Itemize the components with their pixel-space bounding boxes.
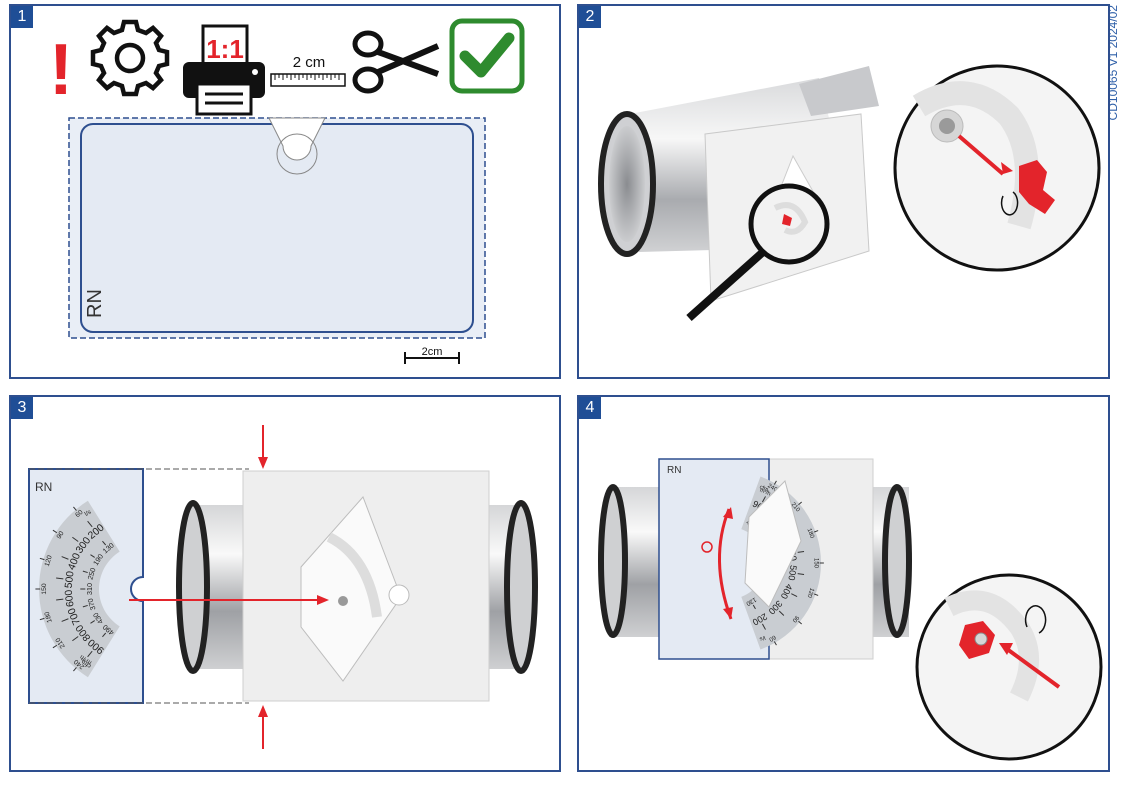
dial-unit-ls: l/s (84, 509, 93, 518)
dial-label-cfm: 130 (744, 596, 757, 608)
dial-tick (814, 593, 819, 596)
step-number: 3 (11, 397, 33, 419)
dial-tick (797, 573, 805, 576)
dial-unit-ls: l/s (758, 634, 766, 642)
template-code: RN (667, 465, 681, 476)
dial-tick (797, 550, 805, 553)
dial-label-ls: 90 (790, 614, 799, 623)
dial-tick (90, 554, 95, 558)
dial-tick (87, 520, 93, 528)
dial-tick (39, 557, 45, 561)
dial-label-ls: 60 (767, 633, 776, 642)
dial-tick (773, 480, 777, 485)
dial-tick (52, 644, 58, 649)
dial-tick (102, 540, 107, 546)
template-code: RN (84, 289, 106, 318)
dial-tick (87, 650, 93, 658)
exclamation-icon: ! (49, 30, 73, 110)
dial-tick (73, 506, 77, 511)
template-code: RN (35, 480, 52, 494)
dial-tick (56, 598, 64, 601)
dial-label-ls: 180 (44, 610, 54, 623)
gear-icon (90, 19, 170, 97)
dial-label-cfm: 370 (86, 597, 98, 611)
step-2-panel: 2 (577, 4, 1110, 379)
preparation-icons: ! 1:1 2 cm (49, 18, 525, 116)
dial-label-cfm: 250 (86, 567, 98, 581)
dial-tick (61, 618, 69, 622)
dial-label-ls: 90 (56, 530, 66, 540)
dial-label-ls: 240 (766, 483, 778, 494)
dial-label-m3h: 500 (64, 570, 77, 589)
dial-label-ls: 210 (790, 502, 801, 514)
step-number: 1 (11, 6, 33, 28)
dial-tick (72, 536, 79, 542)
dial-tick (72, 636, 79, 642)
step-1-panel: 1 ! 1:1 2 cm (9, 4, 561, 379)
dial-unit-m3h: m³/h (759, 488, 772, 498)
dial-tick (773, 641, 777, 646)
step-4-panel: 4 RN 24021018015012090609008007006005004… (577, 395, 1110, 772)
dial-label-ls: 120 (44, 554, 54, 567)
scale-bar-label: 2cm (422, 346, 443, 358)
dial-label-m3h: 500 (786, 564, 798, 581)
printer-icon: 1:1 (183, 24, 265, 116)
scale-bar: 2cm (404, 346, 460, 364)
printer-scale-label: 1:1 (206, 34, 244, 64)
dial-label-ls: 120 (805, 587, 814, 599)
dial-label-ls: 150 (812, 558, 818, 569)
dial-label-ls: 180 (806, 528, 815, 540)
dial-tick (791, 593, 798, 598)
dial-tick (761, 496, 766, 503)
dial-label-m3h: 600 (64, 589, 77, 608)
ruler-icon: 2 cm (270, 54, 346, 87)
dial-band (38, 500, 120, 678)
dial-tick (814, 530, 819, 533)
dial-unit-cfm: cfm (759, 484, 770, 493)
dial-label-ls: 60 (74, 509, 84, 519)
scissors-icon (352, 30, 440, 94)
template-fitted-illustration: RN 2402101801501209060900800700600500400… (598, 458, 1103, 761)
dial-tick (778, 610, 785, 616)
step-number: 2 (579, 6, 601, 28)
damper-illustration (598, 64, 1101, 321)
dial-tick (73, 667, 77, 672)
dial-label-ls: 150 (41, 583, 48, 595)
dial-tick (61, 556, 69, 560)
dial-tick (90, 620, 95, 624)
template-alignment-illustration: 2402101801501209060900800700600500400300… (28, 425, 538, 749)
dial-tick (752, 604, 756, 610)
dial-tick (102, 632, 107, 638)
dial-tick (56, 577, 64, 580)
dial-unit-cfm: cfm (80, 658, 92, 669)
dial-tick (82, 570, 88, 574)
dial-tick (82, 604, 88, 608)
scale-template: 2402101801501209060900800700600500400300… (68, 117, 486, 364)
dial-tick (761, 623, 766, 630)
dial-tick (39, 617, 45, 621)
dial-tick (52, 529, 58, 534)
ruler-label: 2 cm (293, 54, 326, 71)
dial-tick (798, 501, 803, 506)
step-number: 4 (579, 397, 601, 419)
dial-label-cfm: 310 (85, 583, 94, 595)
dial-tick (798, 620, 803, 625)
checkmark-icon (449, 18, 525, 94)
